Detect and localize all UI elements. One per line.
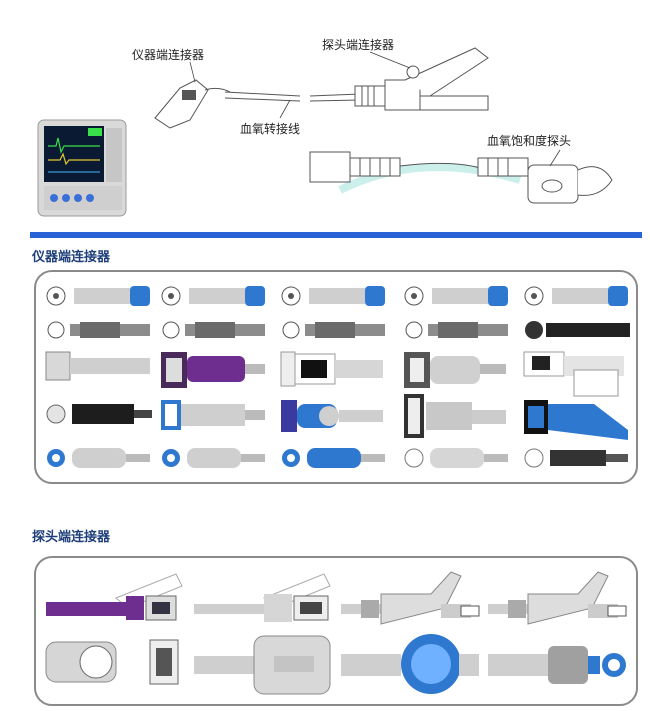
connector-blue-round-hook xyxy=(281,400,383,432)
connector-round-hook-blue-3 xyxy=(282,448,385,468)
probe-grey-clip-ribbed-2 xyxy=(488,571,627,625)
connector-flat-rect xyxy=(45,351,150,381)
connector-black-round-long xyxy=(46,404,152,424)
probe-grey-flat-plug xyxy=(194,635,331,695)
probe-blue-round-socket xyxy=(341,634,479,694)
instrument-connectors-panel xyxy=(34,270,638,484)
instrument-connector-drawing xyxy=(154,79,231,129)
connector-round-hook-blue-2 xyxy=(162,448,265,468)
connector-round-dark xyxy=(524,448,628,468)
probe-connectors-panel xyxy=(34,556,638,706)
connector-round-hook-white xyxy=(404,448,508,468)
spo2-probe-drawing xyxy=(309,151,613,204)
connector-lemo-grey-1 xyxy=(47,321,150,339)
connector-round-7pin-blue-1 xyxy=(161,286,265,306)
probe-round-ring xyxy=(45,639,179,685)
connector-purple-db9 xyxy=(161,352,265,388)
connector-lemo-grey-3 xyxy=(282,321,385,339)
connector-white-card xyxy=(523,351,624,397)
connector-db9-grey xyxy=(404,352,506,388)
probe-blue-pin-socket xyxy=(488,646,626,684)
probe-grey-clip xyxy=(194,573,331,622)
label-spo2-adapter-cable: 血氧转接线 xyxy=(240,122,301,136)
connector-round-hook-blue-1 xyxy=(47,448,150,468)
section-divider xyxy=(30,232,642,238)
connector-round-7pin-blue-2 xyxy=(404,286,508,306)
instrument-connectors-title: 仪器端连接器 xyxy=(32,250,111,265)
probe-grey-clip-ribbed-1 xyxy=(341,571,480,625)
instrument-connectors-grid xyxy=(45,286,630,468)
connector-round-6pin-blue-3 xyxy=(524,286,628,306)
label-probe-connector: 探头端连接器 xyxy=(322,38,395,52)
probe-connectors-title: 探头端连接器 xyxy=(32,530,111,545)
connector-round-6pin-blue-1 xyxy=(46,286,150,306)
connector-lemo-grey-4 xyxy=(405,321,508,339)
connector-lemo-grey-2 xyxy=(162,321,265,339)
connector-white-rect xyxy=(280,351,383,387)
adapter-cable-drawing xyxy=(224,47,489,111)
connector-blue-db-angle xyxy=(524,400,628,440)
label-spo2-probe: 血氧饱和度探头 xyxy=(487,134,572,148)
patient-monitor-icon xyxy=(37,119,127,217)
connector-db-vertical xyxy=(404,394,506,438)
connector-blue-rect xyxy=(161,400,265,430)
connector-black-round xyxy=(525,321,630,339)
spo2-cable-diagram xyxy=(37,47,613,217)
label-instrument-connector: 仪器端连接器 xyxy=(132,48,205,62)
connector-round-6pin-blue-2 xyxy=(281,286,385,306)
probe-connectors-grid xyxy=(45,571,627,695)
probe-purple-clip xyxy=(46,573,183,621)
